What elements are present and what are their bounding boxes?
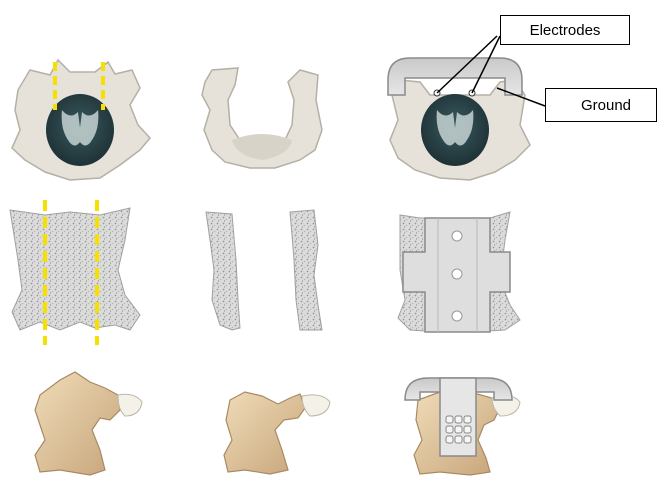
ground-label: Ground bbox=[545, 88, 657, 122]
implant-hole bbox=[452, 311, 462, 321]
electrodes-label: Electrodes bbox=[500, 15, 630, 45]
axial-vertebra-with-implant bbox=[388, 36, 545, 180]
axial-vertebra-intact bbox=[12, 60, 150, 180]
implant-hole bbox=[452, 231, 462, 241]
dorsal-vertebra-with-implant bbox=[398, 212, 520, 332]
axial-vertebra-laminectomy bbox=[202, 68, 322, 168]
lateral-vertebra-intact bbox=[35, 372, 142, 475]
disc bbox=[118, 394, 142, 416]
dorsal-vertebra-laminectomy bbox=[206, 210, 322, 330]
dorsal-vertebra-intact bbox=[10, 200, 140, 345]
implant-hole bbox=[452, 269, 462, 279]
electrode-grid bbox=[446, 416, 471, 443]
disc bbox=[302, 395, 330, 416]
lateral-vertebra-with-implant bbox=[405, 378, 520, 475]
lateral-vertebra-laminectomy bbox=[224, 392, 330, 474]
